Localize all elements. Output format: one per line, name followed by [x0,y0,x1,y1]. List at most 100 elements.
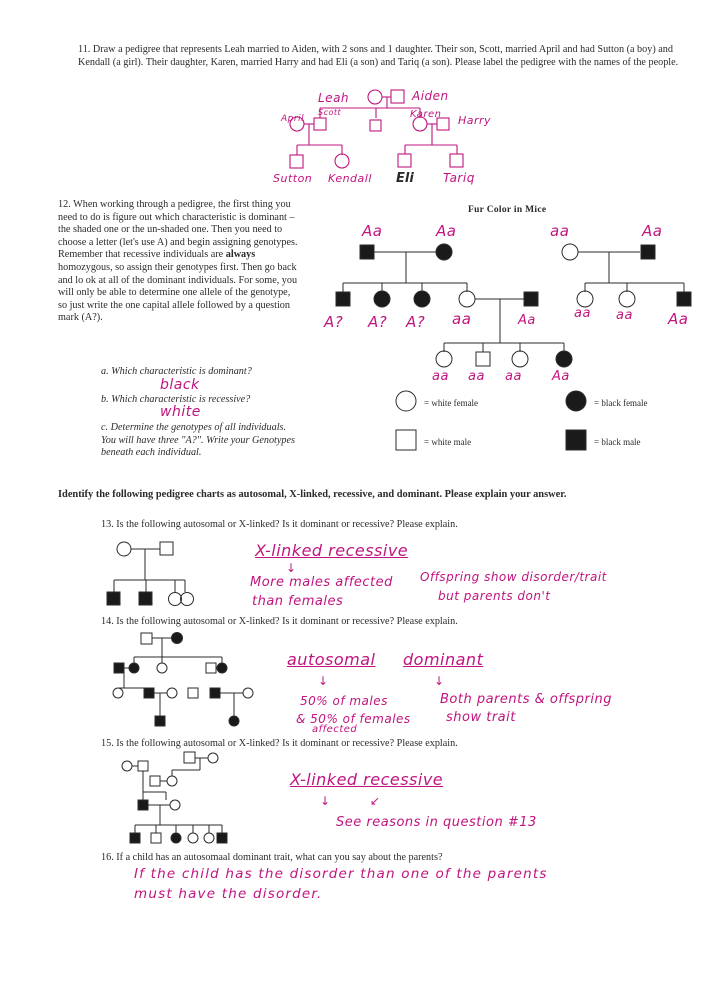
geno-g3-2: aa [468,369,485,384]
geno-g1-3: aa [550,222,570,240]
g1-black-female [435,243,453,261]
label-scott: Scott [318,108,342,117]
question-11-number: 11. [78,44,91,55]
question-12-text-a: When working through a pedigree, the fir… [58,199,298,261]
geno-g2-2: A? [368,313,388,331]
label-tariq: Tariq [443,171,475,185]
g3-white-female-2 [511,350,529,368]
answer-13-left-1: More males affected [250,575,393,590]
label-harry: Harry [458,114,492,127]
kendall-symbol [334,153,350,169]
legend-black-female: = black female [594,398,648,408]
answer-12a: black [160,377,200,393]
g2-black-male-1 [335,291,351,307]
question-12-text-b: homozygous, so assign their genotypes fi… [58,261,298,324]
g1-black-male-right [640,244,656,260]
geno-g2-3: A? [406,313,426,331]
g2-black-female-1 [373,290,391,308]
geno-g1-1: Aa [362,222,383,240]
answer-14-right-1: Both parents & offspring [440,692,612,707]
harry-symbol [436,117,450,131]
geno-g1-2: Aa [436,222,457,240]
chart-title: Fur Color in Mice [468,205,547,215]
son-symbol [369,119,382,132]
label-kendall: Kendall [328,172,372,185]
g2-black-female-2 [413,290,431,308]
question-11-text: Draw a pedigree that represents Leah mar… [78,44,679,68]
answer-13-title: X-linked recessive [255,541,409,560]
g2-black-male-2 [523,291,539,307]
question-12b: b. Which characteristic is recessive? [101,394,251,405]
question-12-number: 12. [58,199,71,210]
answer-14-left-2: & 50% of females [296,712,411,726]
legend-white-male-symbol [395,429,417,451]
question-12a: a. Which characteristic is dominant? [101,366,252,377]
answer-12b: white [160,404,201,420]
question-11: 11. Draw a pedigree that represents Leah… [78,44,693,69]
aiden-symbol [390,89,405,104]
g3-black-female [555,350,573,368]
question-16: 16. If a child has an autosomaal dominan… [101,852,443,863]
legend-white-male: = white male [424,437,472,447]
tariq-symbol [449,153,464,168]
answer-15-title: X-linked recessive [290,770,444,789]
label-leah: Leah [318,91,350,105]
question-12-bold: always [225,249,256,261]
geno-g2-5: Aa [518,313,536,328]
geno-g3-1: aa [432,369,449,384]
geno-g2-7: aa [616,308,633,323]
question-12: 12. When working through a pedigree, the… [58,199,298,325]
answer-13-right-2: but parents don't [438,589,551,603]
g1-black-male [359,244,375,260]
eli-symbol [397,153,412,168]
answer-13-left-2: than females [252,594,344,609]
g2-white-female-3 [618,290,636,308]
legend-black-male-symbol [565,429,587,451]
answer-14-title-2: dominant [403,650,484,669]
question-15: 15. Is the following autosomal or X-link… [101,738,458,749]
answer-14-arrow-left: ↓ [318,674,329,688]
g1-white-female [561,243,579,261]
answer-15-arrow-left: ↓ [320,794,331,808]
label-karen: Karen [410,109,442,120]
question-14: 14. Is the following autosomal or X-link… [101,616,458,627]
label-april: April [281,114,305,124]
scott-symbol [313,117,327,131]
geno-g2-1: A? [324,313,344,331]
geno-g2-8: Aa [668,310,689,328]
label-eli: Eli [396,171,414,186]
answer-16-line-1: If the child has the disorder than one o… [134,866,548,882]
answer-14-left-3: affected [312,724,358,735]
answer-14-arrow-right: ↓ [434,674,445,688]
geno-g3-3: aa [505,369,522,384]
g2-black-male-3 [676,291,692,307]
label-aiden: Aiden [412,89,449,103]
answer-14-left-1: 50% of males [300,694,388,708]
question-12c: c. Determine the genotypes of all indivi… [101,422,295,459]
section-heading: Identify the following pedigree charts a… [58,489,567,500]
geno-g3-4: Aa [552,369,570,384]
geno-g2-6: aa [574,306,591,321]
g3-white-male [475,351,491,367]
answer-15-note: See reasons in question #13 [336,815,537,830]
answer-13-right-1: Offspring show disorder/trait [420,570,607,584]
legend-black-female-symbol [565,390,587,412]
geno-g1-4: Aa [642,222,663,240]
question-13: 13. Is the following autosomal or X-link… [101,519,458,530]
answer-15-arrow-right: ↙ [370,794,381,808]
answer-14-title-1: autosomal [287,650,376,669]
label-sutton: Sutton [273,172,313,185]
geno-g2-4: aa [452,310,472,328]
legend-black-male: = black male [594,437,641,447]
legend-white-female-symbol [395,390,417,412]
g2-white-female-2 [576,290,594,308]
answer-13-arrow: ↓ [286,561,297,575]
answer-14-right-2: show trait [446,710,516,725]
legend-white-female: = white female [424,398,479,408]
sutton-symbol [289,154,304,169]
